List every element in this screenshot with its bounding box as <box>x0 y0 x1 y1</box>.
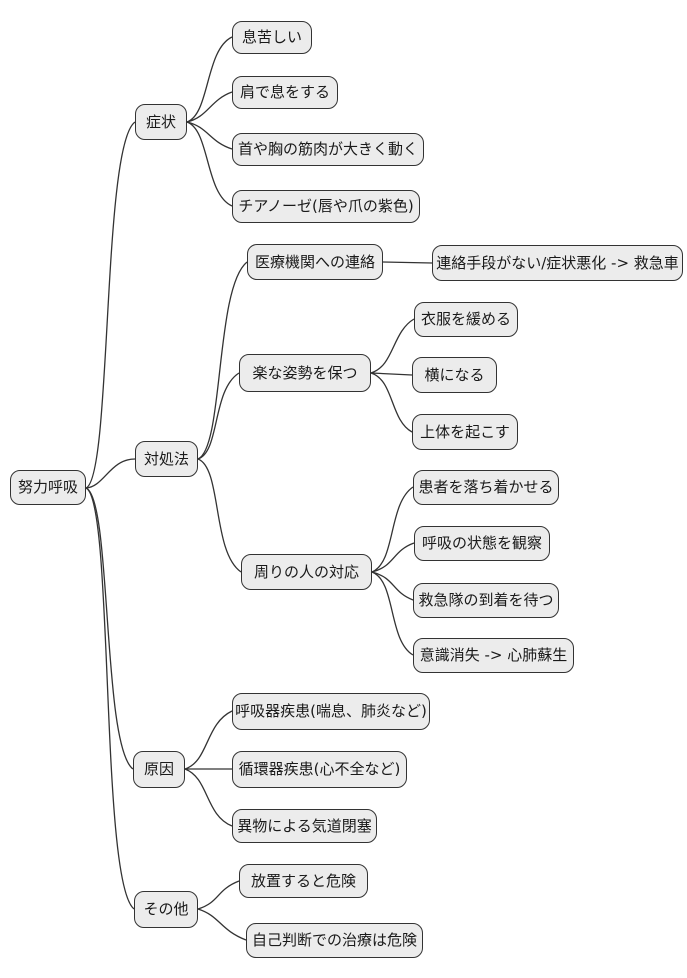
leaf-dangerous-if-left: 放置すると危険 <box>239 864 368 898</box>
leaf-symptom-neck-chest-muscles: 首や胸の筋肉が大きく動く <box>232 133 424 166</box>
node-comfortable-posture: 楽な姿勢を保つ <box>239 354 371 392</box>
edge-causes-respiratory <box>184 710 233 770</box>
leaf-airway-obstruction: 異物による気道閉塞 <box>232 809 377 843</box>
leaf-observe-breathing: 呼吸の状態を観察 <box>414 526 550 561</box>
edge-contact-ambulance <box>382 261 433 264</box>
edge-bystander-observe <box>371 542 415 573</box>
edge-bystander-calm-patient <box>371 486 414 573</box>
edge-posture-raise-upper-body <box>370 372 413 433</box>
branch-countermeasures: 対処法 <box>135 441 198 477</box>
edge-causes-obstruction <box>184 768 233 827</box>
leaf-no-contact-ambulance: 連絡手段がない/症状悪化 -> 救急車 <box>432 245 683 281</box>
branch-others: その他 <box>134 891 198 928</box>
edge-countermeasures-contact <box>197 261 248 460</box>
branch-causes: 原因 <box>133 751 185 788</box>
edge-posture-lie-down <box>370 372 413 376</box>
node-contact-medical: 医療機関への連絡 <box>247 244 383 280</box>
branch-symptoms: 症状 <box>135 104 187 140</box>
edge-root-causes <box>85 487 134 770</box>
edge-symptoms-neck-chest <box>186 121 233 150</box>
edge-symptoms-cyanosis <box>186 121 233 207</box>
edge-bystander-wait-ambulance <box>371 571 414 601</box>
leaf-lie-down: 横になる <box>412 357 497 393</box>
leaf-unconscious-cpr: 意識消失 -> 心肺蘇生 <box>413 638 574 673</box>
edge-countermeasures-posture <box>197 372 240 460</box>
node-bystander-response: 周りの人の対応 <box>241 554 372 590</box>
edge-others-self-treatment <box>197 908 247 941</box>
leaf-respiratory-disease: 呼吸器疾患(喘息、肺炎など) <box>232 693 430 730</box>
leaf-raise-upper-body: 上体を起こす <box>412 414 518 450</box>
leaf-self-treatment-danger: 自己判断での治療は危険 <box>246 923 423 958</box>
leaf-circulatory-disease: 循環器疾患(心不全など) <box>232 751 407 788</box>
edge-root-others <box>85 487 135 910</box>
edge-posture-loosen-clothes <box>370 318 415 374</box>
edge-root-countermeasures <box>85 458 136 489</box>
leaf-loosen-clothes: 衣服を緩める <box>414 302 518 337</box>
leaf-symptom-shoulder-breathing: 肩で息をする <box>232 76 338 109</box>
edge-symptoms-shoulder <box>186 91 233 123</box>
edge-root-symptoms <box>85 121 136 489</box>
edge-countermeasures-bystander <box>197 458 242 573</box>
leaf-wait-for-ambulance: 救急隊の到着を待つ <box>413 583 559 618</box>
leaf-symptom-cyanosis: チアノーゼ(唇や爪の紫色) <box>232 190 420 223</box>
leaf-calm-patient: 患者を落ち着かせる <box>413 470 559 505</box>
edge-symptoms-breathlessness <box>186 36 233 123</box>
mindmap-root: 努力呼吸 <box>10 470 86 505</box>
leaf-symptom-breathlessness: 息苦しい <box>232 21 312 54</box>
edge-bystander-cpr <box>371 571 414 656</box>
edge-others-left-untreated <box>197 880 240 910</box>
